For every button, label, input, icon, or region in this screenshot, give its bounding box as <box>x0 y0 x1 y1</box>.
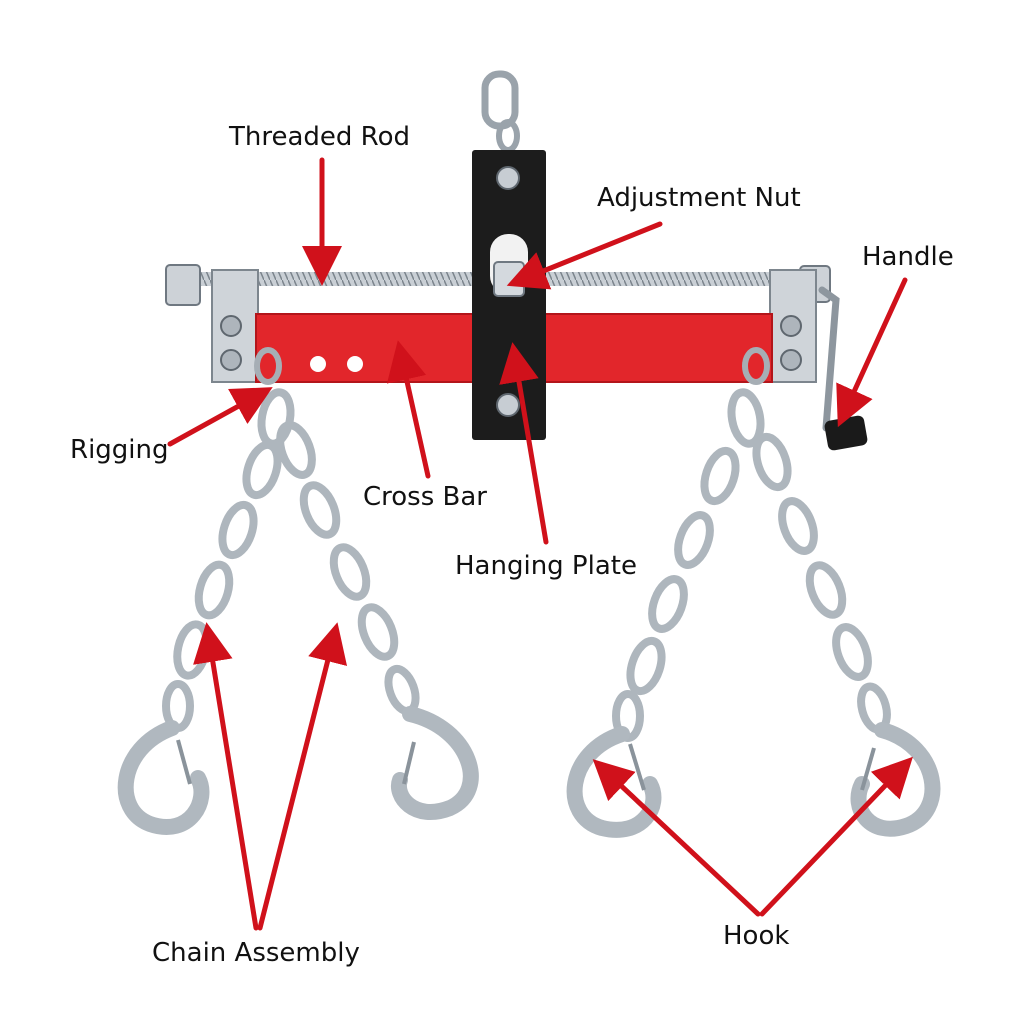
arrow-handle <box>836 277 908 428</box>
hook-right-2 <box>850 722 941 837</box>
end-bracket-right <box>769 269 817 383</box>
arrow-hanging-plate <box>499 342 549 545</box>
label-handle: Handle <box>862 242 954 272</box>
arrow-rigging <box>167 387 273 447</box>
label-hanging-plate: Hanging Plate <box>455 551 637 581</box>
hook-left-2 <box>391 706 479 820</box>
label-chain-assembly: Chain Assembly <box>152 938 360 968</box>
label-rigging: Rigging <box>70 435 169 465</box>
top-ring <box>481 70 520 153</box>
arrow-chain-left-2 <box>257 622 348 931</box>
arrow-cross-bar <box>386 340 431 479</box>
label-threaded-rod: Threaded Rod <box>229 122 410 152</box>
hook-right-1 <box>566 726 662 838</box>
arrow-chain-left-1 <box>193 622 259 931</box>
label-adjustment-nut: Adjustment Nut <box>597 183 801 213</box>
rigging <box>254 347 770 385</box>
arrow-hook-1 <box>592 759 761 917</box>
callout-arrows <box>167 157 913 931</box>
chain-left <box>162 388 420 732</box>
hanging-plate <box>472 150 546 440</box>
label-cross-bar: Cross Bar <box>363 482 487 512</box>
arrow-adjustment-nut <box>506 221 663 290</box>
end-bracket-left <box>211 269 259 383</box>
arrow-hook-2 <box>759 756 913 917</box>
label-hook: Hook <box>723 921 790 951</box>
hook-left-1 <box>117 720 210 835</box>
